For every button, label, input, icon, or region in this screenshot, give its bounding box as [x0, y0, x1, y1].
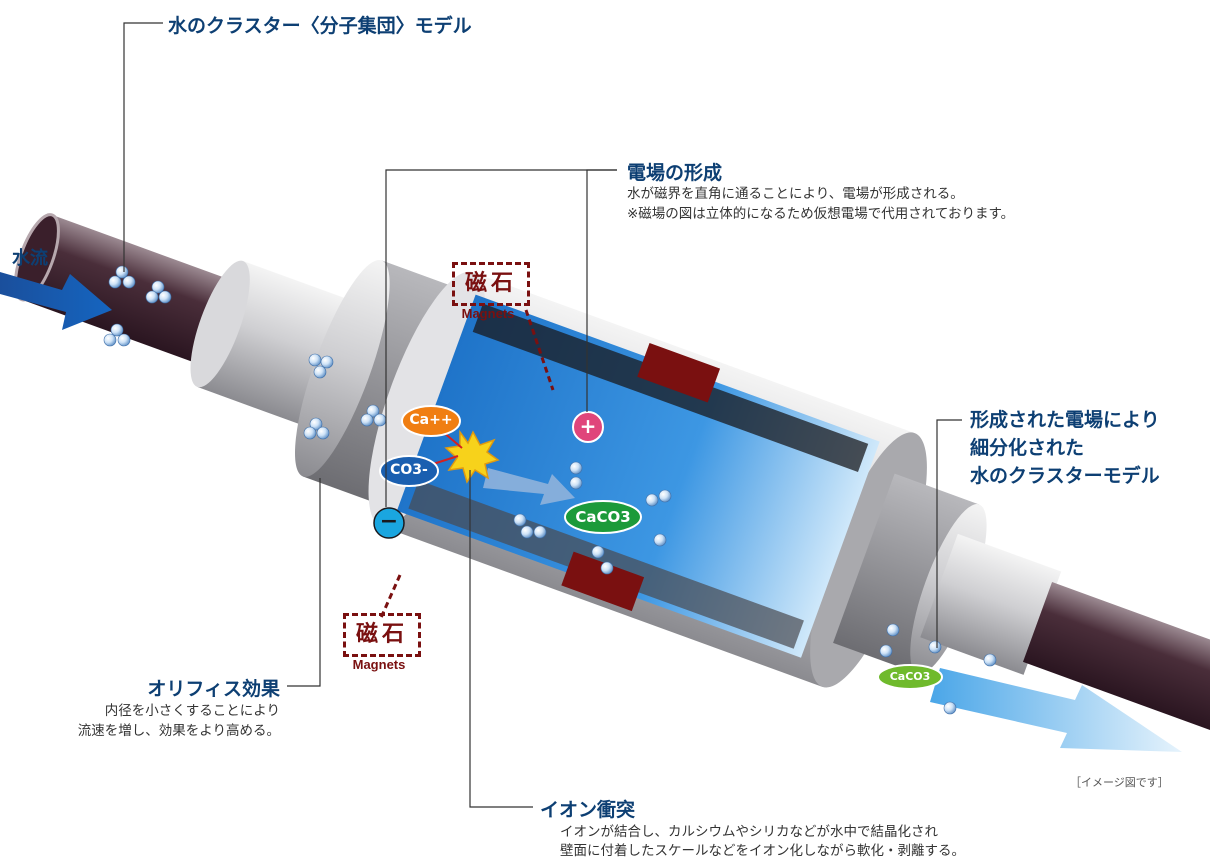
electric-field-desc-2: ※磁場の図は立体的になるため仮想電場で代用されております。	[627, 206, 1015, 222]
orifice-desc-1: 内径を小さくすることにより	[104, 703, 280, 719]
electric-field-title: 電場の形成	[627, 162, 723, 184]
result-line-3: 水のクラスターモデル	[970, 465, 1160, 487]
ca-ion-label: Ca++	[409, 412, 453, 428]
magnet-bottom-english: Magnets	[352, 657, 406, 672]
orifice-title: オリフィス効果	[147, 678, 280, 700]
result-line-2: 細分化された	[970, 437, 1085, 459]
magnet-top-english: Magnets	[461, 306, 515, 321]
ion-collision-desc-1: イオンが結合し、カルシウムやシリカなどが水中で結晶化され	[560, 824, 938, 840]
result-line-1: 形成された電場により	[970, 409, 1160, 431]
co3-ion-label: CO3-	[390, 462, 428, 478]
orifice-desc-2: 流速を増し、効果をより高める。	[77, 723, 280, 739]
caco3-small-label: CaCO3	[889, 670, 931, 683]
magnet-top-label: 磁石	[452, 262, 530, 306]
ion-collision-desc-2: 壁面に付着したスケールなどをイオン化しながら軟化・剥離する。	[560, 843, 965, 859]
electric-field-desc-1: 水が磁界を直角に通ることにより、電場が形成される。	[627, 186, 964, 202]
magnet-bottom-label: 磁石	[343, 613, 421, 657]
plus-charge-icon: +	[579, 414, 597, 438]
ion-collision-title: イオン衝突	[540, 799, 636, 821]
caco3-label: CaCO3	[575, 508, 631, 526]
minus-charge-icon: −	[379, 509, 399, 534]
image-note: ［イメージ図です］	[1070, 776, 1169, 789]
cluster-model-title: 水のクラスター〈分子集団〉モデル	[168, 15, 472, 37]
water-flow-label: 水流	[12, 248, 48, 269]
